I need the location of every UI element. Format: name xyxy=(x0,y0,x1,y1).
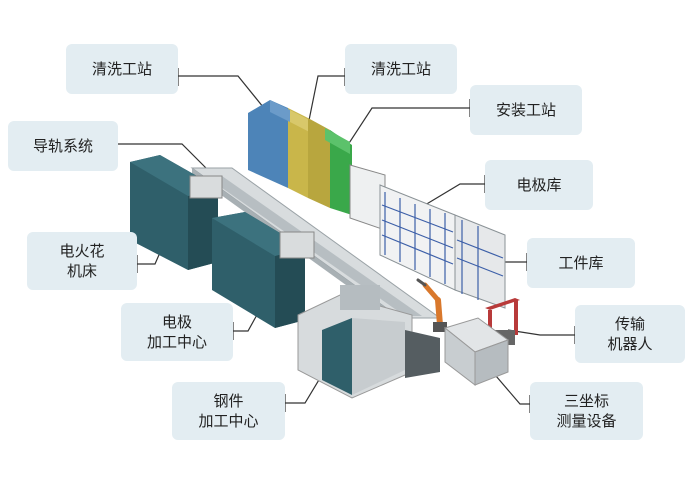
label-line: 清洗工站 xyxy=(91,60,152,78)
label-workpiece-storage: 工件库 xyxy=(527,238,635,288)
label-line: 清洗工站 xyxy=(370,60,431,78)
label-transfer-robot: 传输 机器人 xyxy=(575,305,685,363)
cleaning-stations xyxy=(248,100,352,215)
robot-arm xyxy=(416,278,447,332)
label-line: 电火花 xyxy=(59,242,105,260)
label-line: 安装工站 xyxy=(495,101,556,119)
label-electrode-storage: 电极库 xyxy=(485,160,593,210)
label-edm-machine: 电火花 机床 xyxy=(27,232,137,290)
label-line: 机器人 xyxy=(607,335,653,353)
label-line: 电极库 xyxy=(516,176,562,194)
label-line: 电极 xyxy=(161,313,192,331)
edm-machine xyxy=(130,155,223,270)
storage-racks xyxy=(379,184,506,309)
label-cmm-equipment: 三坐标 测量设备 xyxy=(530,382,643,440)
label-line: 工件库 xyxy=(558,254,604,272)
electrode-machining-center xyxy=(212,212,315,328)
label-steel-machining-center: 钢件 加工中心 xyxy=(172,382,285,440)
label-line: 加工中心 xyxy=(146,333,207,351)
label-line: 测量设备 xyxy=(556,412,617,430)
label-line: 钢件 xyxy=(213,392,244,410)
label-line: 三坐标 xyxy=(563,392,609,410)
steel-machining-center xyxy=(297,285,440,399)
label-cleaning-station-left: 清洗工站 xyxy=(66,44,178,94)
label-line: 加工中心 xyxy=(198,412,259,430)
label-assembly-station: 安装工站 xyxy=(470,85,582,135)
label-electrode-machining-center: 电极 加工中心 xyxy=(121,303,233,361)
label-line: 导轨系统 xyxy=(32,137,93,155)
label-line: 传输 xyxy=(614,315,645,333)
label-guide-rail-system: 导轨系统 xyxy=(8,121,118,171)
cmm-equipment xyxy=(443,317,510,387)
label-line: 机床 xyxy=(66,262,97,280)
label-cleaning-station-right: 清洗工站 xyxy=(345,44,457,94)
